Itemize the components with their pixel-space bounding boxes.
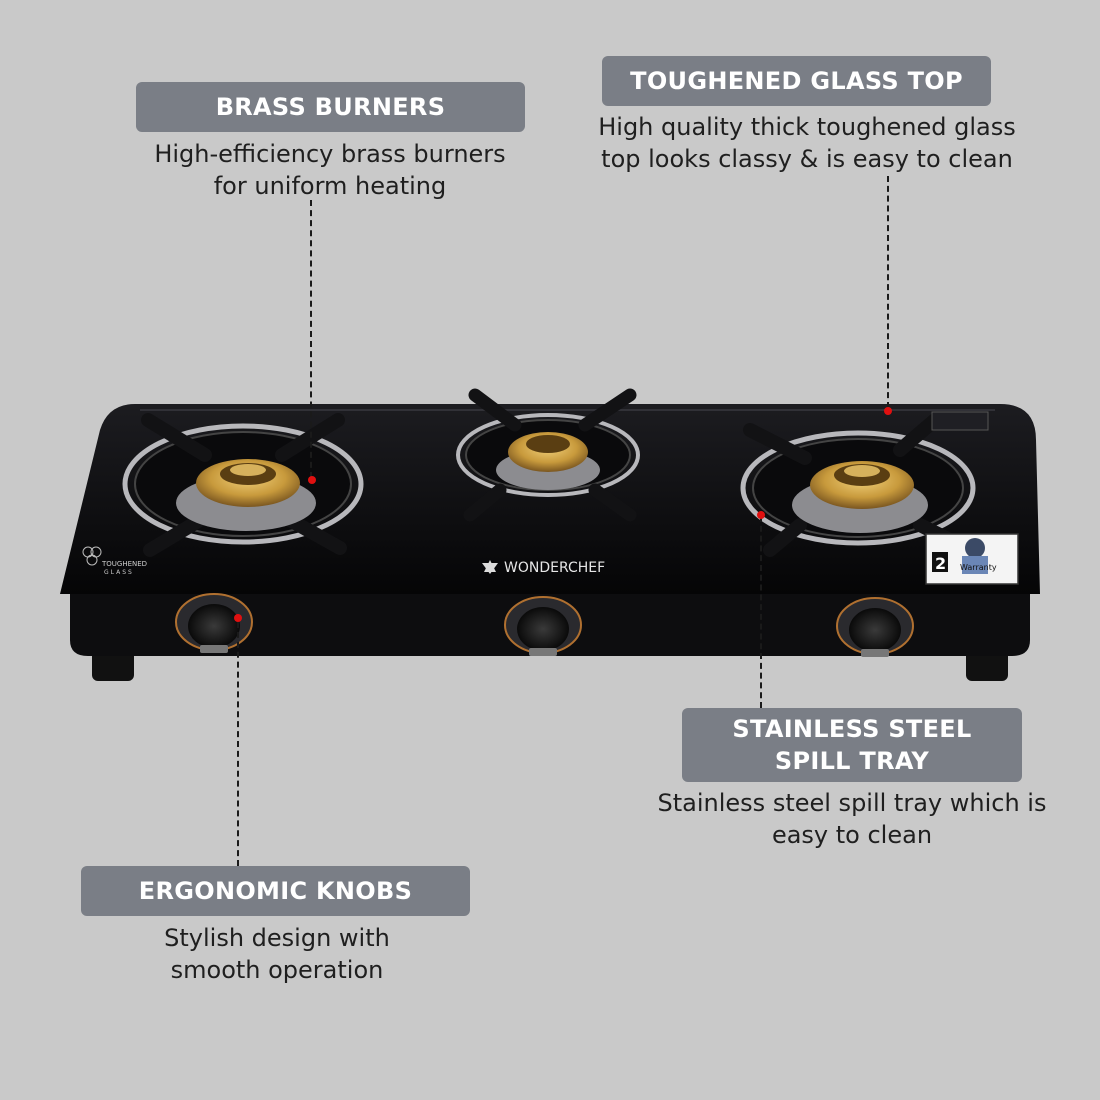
- spill-tray-title: STAINLESS STEEL SPILL TRAY: [682, 708, 1022, 782]
- burner-right: [740, 413, 976, 557]
- knob-center: [504, 596, 582, 656]
- knob-right: [836, 597, 914, 657]
- brass-burners-description: High-efficiency brass burners for unifor…: [120, 138, 540, 202]
- rating-label: [931, 411, 989, 431]
- spill-tray-description: Stainless steel spill tray which is easy…: [640, 787, 1064, 851]
- brass-burners-callout-dot: [308, 476, 316, 484]
- ergonomic-knobs-description: Stylish design with smooth operation: [70, 922, 484, 986]
- toughened-glass-leader-line: [887, 176, 889, 408]
- brand-logo: WONDERCHEF: [482, 560, 605, 576]
- burner-left: [122, 413, 364, 557]
- ergonomic-knobs-title: ERGONOMIC KNOBS: [81, 866, 470, 916]
- brand-name: WONDERCHEF: [504, 560, 605, 576]
- brass-burners-title: BRASS BURNERS: [136, 82, 525, 132]
- toughened-glass-badge: TOUGHENED GLASS: [82, 546, 147, 576]
- spill-tray-leader-line: [760, 516, 762, 708]
- toughened-glass-description: High quality thick toughened glass top l…: [572, 111, 1042, 175]
- glass-badge-line-2: GLASS: [104, 569, 134, 576]
- brass-burners-desc-line-2: for uniform heating: [213, 172, 447, 200]
- ergonomic-knobs-desc-line-1: Stylish design with: [164, 924, 390, 952]
- spill-tray-title-line-2: SPILL TRAY: [774, 747, 930, 775]
- spill-tray-callout-dot: [757, 511, 765, 519]
- warranty-word: Warranty: [960, 563, 997, 572]
- toughened-glass-desc-line-2: top looks classy & is easy to clean: [601, 145, 1013, 173]
- toughened-glass-title: TOUGHENED GLASS TOP: [602, 56, 991, 106]
- spill-tray-title-line-1: STAINLESS STEEL: [732, 715, 972, 743]
- spill-tray-desc-line-2: easy to clean: [771, 821, 933, 849]
- knob-left: [175, 593, 253, 653]
- warranty-years: 2: [935, 554, 946, 573]
- warranty-sticker: 2 Warranty: [925, 533, 1019, 585]
- brass-burners-leader-line: [310, 200, 312, 478]
- ergonomic-knobs-desc-line-2: smooth operation: [170, 956, 384, 984]
- glass-badge-line-1: TOUGHENED: [101, 560, 147, 568]
- ergonomic-knobs-leader-line: [237, 622, 239, 866]
- spill-tray-desc-line-1: Stainless steel spill tray which is: [657, 789, 1047, 817]
- toughened-glass-desc-line-1: High quality thick toughened glass: [598, 113, 1016, 141]
- toughened-glass-callout-dot: [884, 407, 892, 415]
- burner-center: [456, 388, 640, 522]
- brass-burners-desc-line-1: High-efficiency brass burners: [154, 140, 506, 168]
- ergonomic-knobs-callout-dot: [234, 614, 242, 622]
